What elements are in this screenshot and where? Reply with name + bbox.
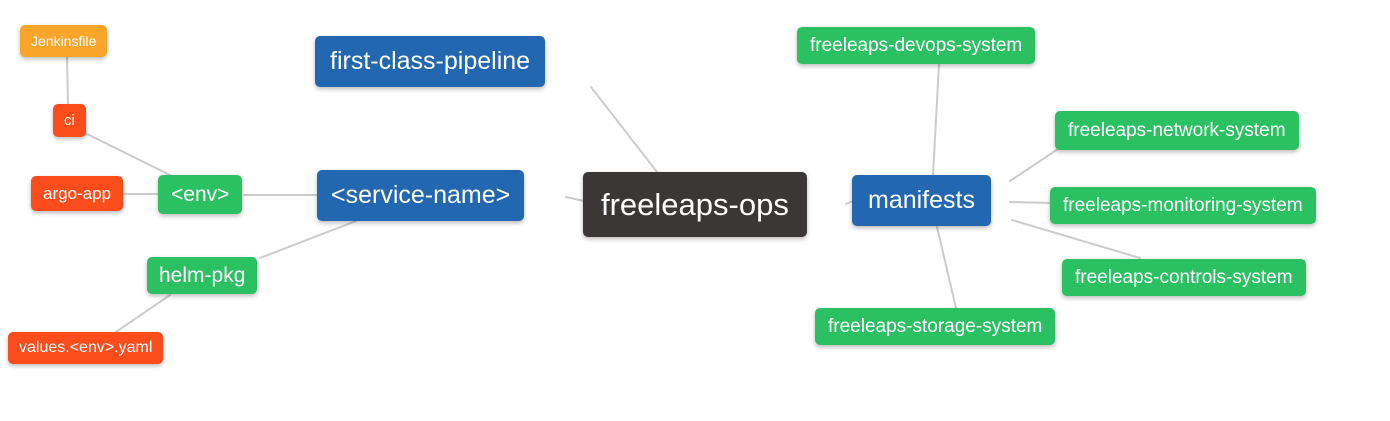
node-manifests[interactable]: manifests: [852, 175, 991, 226]
edge-manifests-storage: [936, 226, 957, 309]
node-ci[interactable]: ci: [53, 104, 86, 137]
node-freeleaps-devops-system[interactable]: freeleaps-devops-system: [797, 27, 1036, 64]
node-freeleaps-network-system[interactable]: freeleaps-network-system: [1055, 111, 1299, 150]
node-first-class-pipeline[interactable]: first-class-pipeline: [315, 36, 546, 87]
edge-jenkinsfile-ci: [66, 56, 69, 105]
node-freeleaps-monitoring-system[interactable]: freeleaps-monitoring-system: [1050, 187, 1316, 224]
node-root-freeleaps-ops[interactable]: freeleaps-ops: [583, 172, 807, 237]
node-freeleaps-storage-system[interactable]: freeleaps-storage-system: [815, 308, 1056, 345]
node-values-env-yaml[interactable]: values.<env>.yaml: [8, 332, 164, 364]
node-argo-app[interactable]: argo-app: [31, 176, 124, 211]
edge-manifests-controls: [1011, 219, 1141, 259]
edge-helm-pkg-service-name: [259, 220, 357, 259]
node-freeleaps-controls-system[interactable]: freeleaps-controls-system: [1062, 259, 1306, 296]
edge-manifests-network: [1009, 148, 1059, 182]
node-helm-pkg[interactable]: helm-pkg: [147, 257, 258, 294]
node-service-name[interactable]: <service-name>: [317, 170, 525, 221]
edge-service-name-root: [565, 196, 585, 202]
edge-values-helm-pkg: [115, 294, 171, 333]
edge-root-manifests: [845, 200, 854, 205]
edge-pipeline-root: [590, 86, 658, 173]
edge-ci-env: [84, 132, 173, 177]
node-jenkinsfile[interactable]: Jenkinsfile: [20, 25, 108, 57]
edge-manifests-devops: [932, 63, 940, 176]
node-env[interactable]: <env>: [158, 175, 243, 214]
edge-manifests-monitoring: [1009, 201, 1052, 204]
